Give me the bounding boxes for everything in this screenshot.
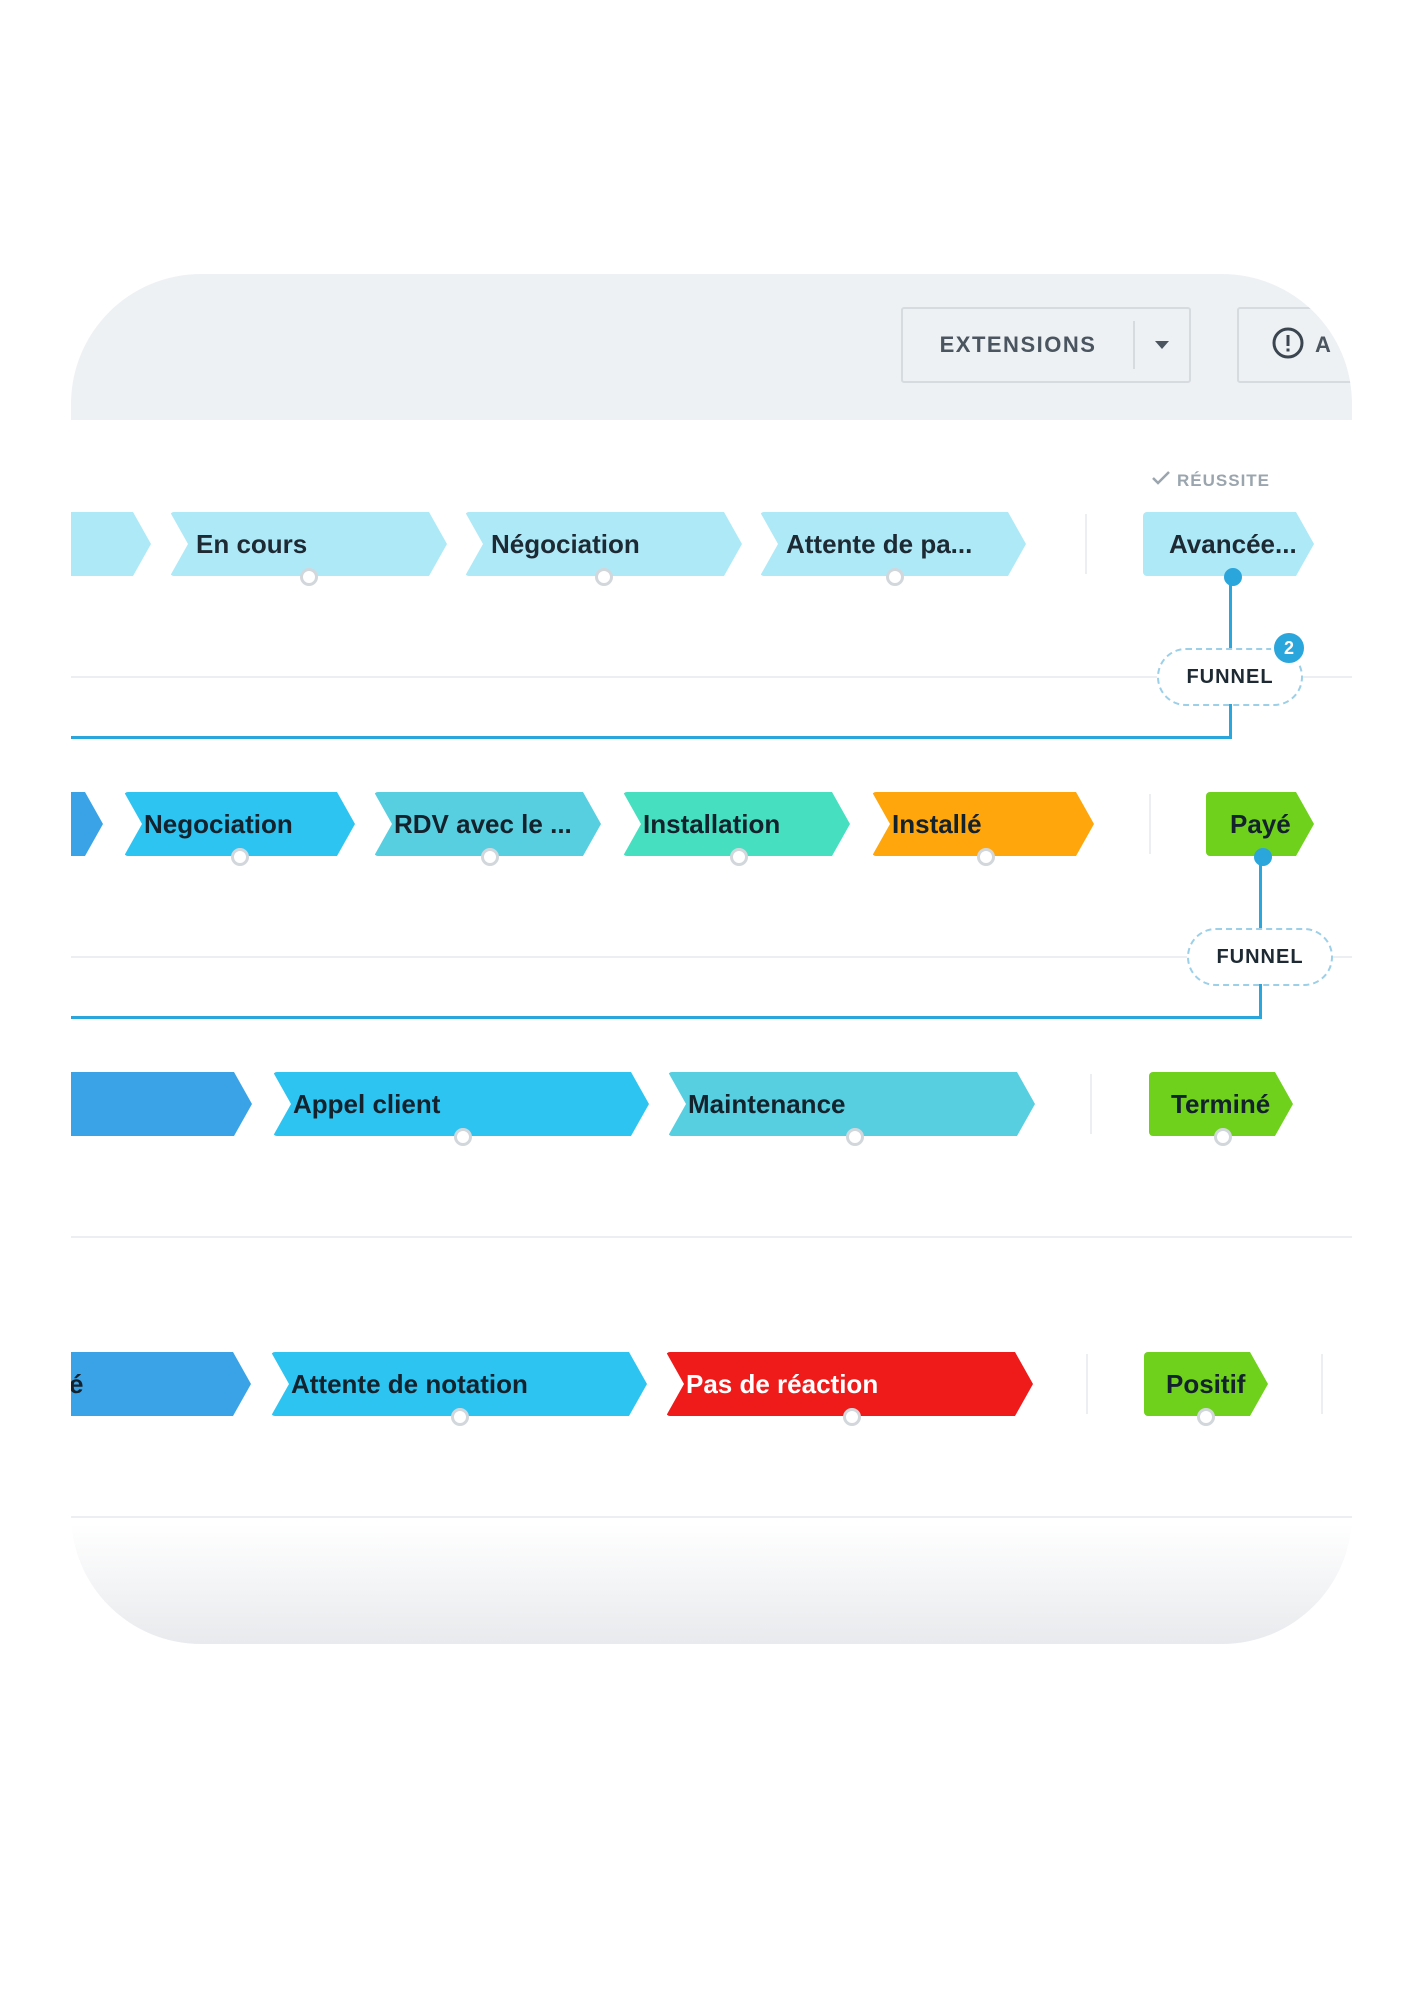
pipeline-2-stage-rdv[interactable]: RDV avec le ... (374, 792, 601, 856)
funnel-connector (1259, 860, 1262, 934)
stage-label: Attente de notation (291, 1368, 528, 1399)
funnel-connector (71, 736, 1232, 739)
pipeline-settings-panel: EXTENSIONS A RÉUSSITE En cours Négoc (71, 274, 1352, 1644)
stage-handle-active[interactable] (1254, 848, 1272, 866)
pipeline-2-stage-installation[interactable]: Installation (623, 792, 850, 856)
pipeline-2-success-stage[interactable]: Payé (1206, 792, 1314, 856)
row-divider (71, 1236, 1352, 1238)
pipeline-4-stage-1[interactable]: é (71, 1352, 251, 1416)
stage-handle[interactable] (300, 568, 318, 586)
pipeline-3-stage-maintenance[interactable]: Maintenance (668, 1072, 1035, 1136)
stage-label: Attente de pa... (786, 528, 973, 559)
button-divider (1133, 321, 1135, 369)
row-divider (71, 956, 1352, 958)
alert-button[interactable]: A (1237, 307, 1352, 383)
pipeline-2-stage-negociation[interactable]: Negociation (124, 792, 355, 856)
pipeline-4-success-stage[interactable]: Positif (1144, 1352, 1268, 1416)
stage-handle[interactable] (843, 1408, 861, 1426)
pipeline-1-stage-negociation[interactable]: Négociation (465, 512, 742, 576)
alert-circle-icon (1271, 326, 1305, 364)
stage-handle[interactable] (454, 1128, 472, 1146)
column-divider (1321, 1354, 1323, 1414)
stage-handle[interactable] (231, 848, 249, 866)
caret-down-icon[interactable] (1135, 340, 1189, 350)
pipeline-4-stage-attente-notation[interactable]: Attente de notation (271, 1352, 647, 1416)
stage-label: Appel client (293, 1088, 441, 1119)
stage-label: é (71, 1368, 84, 1399)
stage-label: Installé (892, 808, 982, 839)
checkmark-icon (1151, 470, 1171, 491)
row-divider (71, 1516, 1352, 1518)
extensions-label: EXTENSIONS (939, 332, 1097, 357)
bottom-fade (71, 1524, 1352, 1644)
column-divider (1090, 1074, 1092, 1134)
pipeline-1-stage-en-cours[interactable]: En cours (170, 512, 447, 576)
pipeline-2-stage-1[interactable] (71, 792, 103, 856)
column-divider (1086, 1354, 1088, 1414)
pipeline-3-stage-1[interactable] (71, 1072, 252, 1136)
top-toolbar: EXTENSIONS A (71, 274, 1352, 420)
stage-label: Négociation (491, 528, 640, 559)
stage-label: RDV avec le ... (394, 808, 572, 839)
pipeline-1-success-stage[interactable]: Avancée... (1143, 512, 1314, 576)
stage-label: Installation (643, 808, 781, 839)
stage-label: Payé (1230, 808, 1291, 839)
stage-handle[interactable] (886, 568, 904, 586)
column-divider (1149, 794, 1151, 854)
funnel-connector (71, 1016, 1262, 1019)
funnel-connector (1229, 704, 1232, 738)
stage-handle[interactable] (481, 848, 499, 866)
success-label: RÉUSSITE (1177, 470, 1271, 490)
stage-handle[interactable] (451, 1408, 469, 1426)
pipeline-1-stage-1[interactable] (71, 512, 151, 576)
stage-handle[interactable] (595, 568, 613, 586)
stage-label: En cours (196, 528, 308, 559)
row-divider (71, 676, 1352, 678)
funnel-button[interactable]: FUNNEL (1187, 928, 1333, 986)
pipeline-3-stage-appel-client[interactable]: Appel client (273, 1072, 649, 1136)
stage-label: Terminé (1171, 1088, 1271, 1119)
stage-handle[interactable] (1214, 1128, 1232, 1146)
pipeline-1-stage-attente[interactable]: Attente de pa... (760, 512, 1026, 576)
stage-handle[interactable] (846, 1128, 864, 1146)
funnel-count-badge: 2 (1271, 630, 1307, 666)
stage-label: Positif (1166, 1368, 1246, 1399)
funnel-connector (1229, 580, 1232, 654)
stage-label: Negociation (144, 808, 293, 839)
stage-handle-active[interactable] (1224, 568, 1242, 586)
stage-label: Avancée... (1169, 528, 1297, 559)
pipeline-4-stage-pas-de-reaction[interactable]: Pas de réaction (666, 1352, 1033, 1416)
column-divider (1085, 514, 1087, 574)
stage-handle[interactable] (977, 848, 995, 866)
stage-handle[interactable] (1197, 1408, 1215, 1426)
funnel-connector (1259, 984, 1262, 1018)
stage-label: Maintenance (688, 1088, 846, 1119)
stage-label: Pas de réaction (686, 1368, 879, 1399)
stage-handle[interactable] (730, 848, 748, 866)
success-column-header: RÉUSSITE (1151, 470, 1270, 491)
pipeline-2-stage-installe[interactable]: Installé (872, 792, 1094, 856)
alert-label: A (1315, 332, 1331, 357)
extensions-dropdown-button[interactable]: EXTENSIONS (901, 307, 1191, 383)
pipeline-3-success-stage[interactable]: Terminé (1149, 1072, 1293, 1136)
